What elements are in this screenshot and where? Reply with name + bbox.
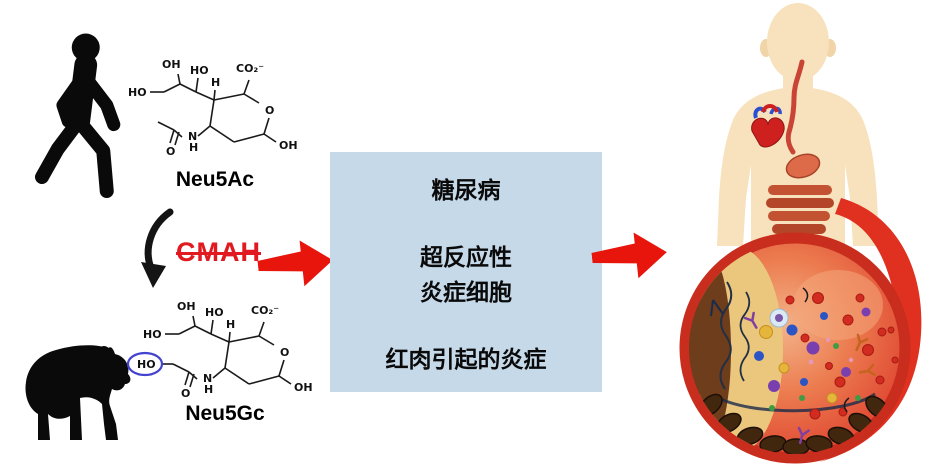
atom-label: OH	[294, 381, 313, 394]
atom-label: OH	[279, 139, 298, 152]
neu5gc-name-label: Neu5Gc	[185, 402, 265, 425]
atom-label: HO	[143, 328, 162, 341]
purple-cells	[768, 307, 871, 392]
atom-label: O	[265, 104, 274, 117]
red-right-arrow-right	[591, 232, 667, 279]
effect-line-red-meat-inflammation: 红肉引起的炎症	[385, 346, 547, 372]
atom-label: H	[226, 318, 235, 331]
atom-label: O	[181, 387, 190, 400]
pink-dots	[808, 337, 854, 365]
blue-cells	[754, 312, 828, 386]
endothelial-cell-layer	[699, 393, 889, 454]
neu5gc-atom-labels: HO HO OH HO H CO₂⁻ O OH N H O	[137, 300, 313, 400]
effect-line-diabetes: 糖尿病	[431, 177, 501, 203]
human-body-illustration	[679, 3, 922, 464]
immune-and-blood-cells	[743, 287, 899, 446]
atom-label: HO	[128, 86, 147, 99]
intestines	[766, 185, 834, 234]
atom-label: O	[280, 346, 289, 359]
internal-organs	[751, 59, 834, 234]
atom-label: CO₂⁻	[236, 62, 264, 75]
heart	[751, 104, 785, 148]
curved-down-arrow-icon	[141, 208, 174, 288]
yellow-cells	[759, 325, 838, 404]
red-blood-cells	[785, 292, 899, 420]
walking-human-icon	[35, 33, 121, 198]
glycolyl-oh-highlight-circle	[126, 351, 164, 377]
atom-label: N	[203, 372, 212, 385]
atom-label: N	[188, 130, 197, 143]
red-right-arrow-left	[257, 240, 333, 287]
atom-label: HO	[205, 306, 224, 319]
atom-label: O	[166, 145, 175, 158]
atom-label: OH	[162, 58, 181, 71]
neu5gc-structure: HO HO OH HO H CO₂⁻ O OH N H O	[126, 300, 313, 400]
effect-line-hyperreactive: 超反应性	[420, 244, 512, 270]
atom-label: CO₂⁻	[251, 304, 279, 317]
green-cells	[769, 343, 861, 411]
neu5ac-structure: HO OH HO H CO₂⁻ O OH N H O	[128, 58, 298, 158]
atom-label: HO	[190, 64, 209, 77]
effects-text-box: 糖尿病 超反应性 炎症细胞 红肉引起的炎症	[330, 152, 602, 392]
neu5gc-bonds	[162, 315, 292, 388]
neu5ac-bonds	[150, 73, 277, 146]
neu5ac-atom-labels: HO OH HO H CO₂⁻ O OH N H O	[128, 58, 298, 158]
atom-label: HO	[137, 358, 156, 371]
esophagus	[785, 59, 805, 155]
neu5ac-name-label: Neu5Ac	[175, 168, 255, 191]
atom-label: OH	[177, 300, 196, 313]
atom-label: H	[211, 76, 220, 89]
effect-line-inflammatory-cells: 炎症细胞	[420, 279, 512, 305]
cmah-enzyme-label: CMAH	[176, 237, 261, 267]
atom-label: H	[189, 141, 198, 154]
chimpanzee-icon	[25, 345, 131, 440]
atom-label: H	[204, 383, 213, 396]
stomach	[785, 153, 821, 179]
